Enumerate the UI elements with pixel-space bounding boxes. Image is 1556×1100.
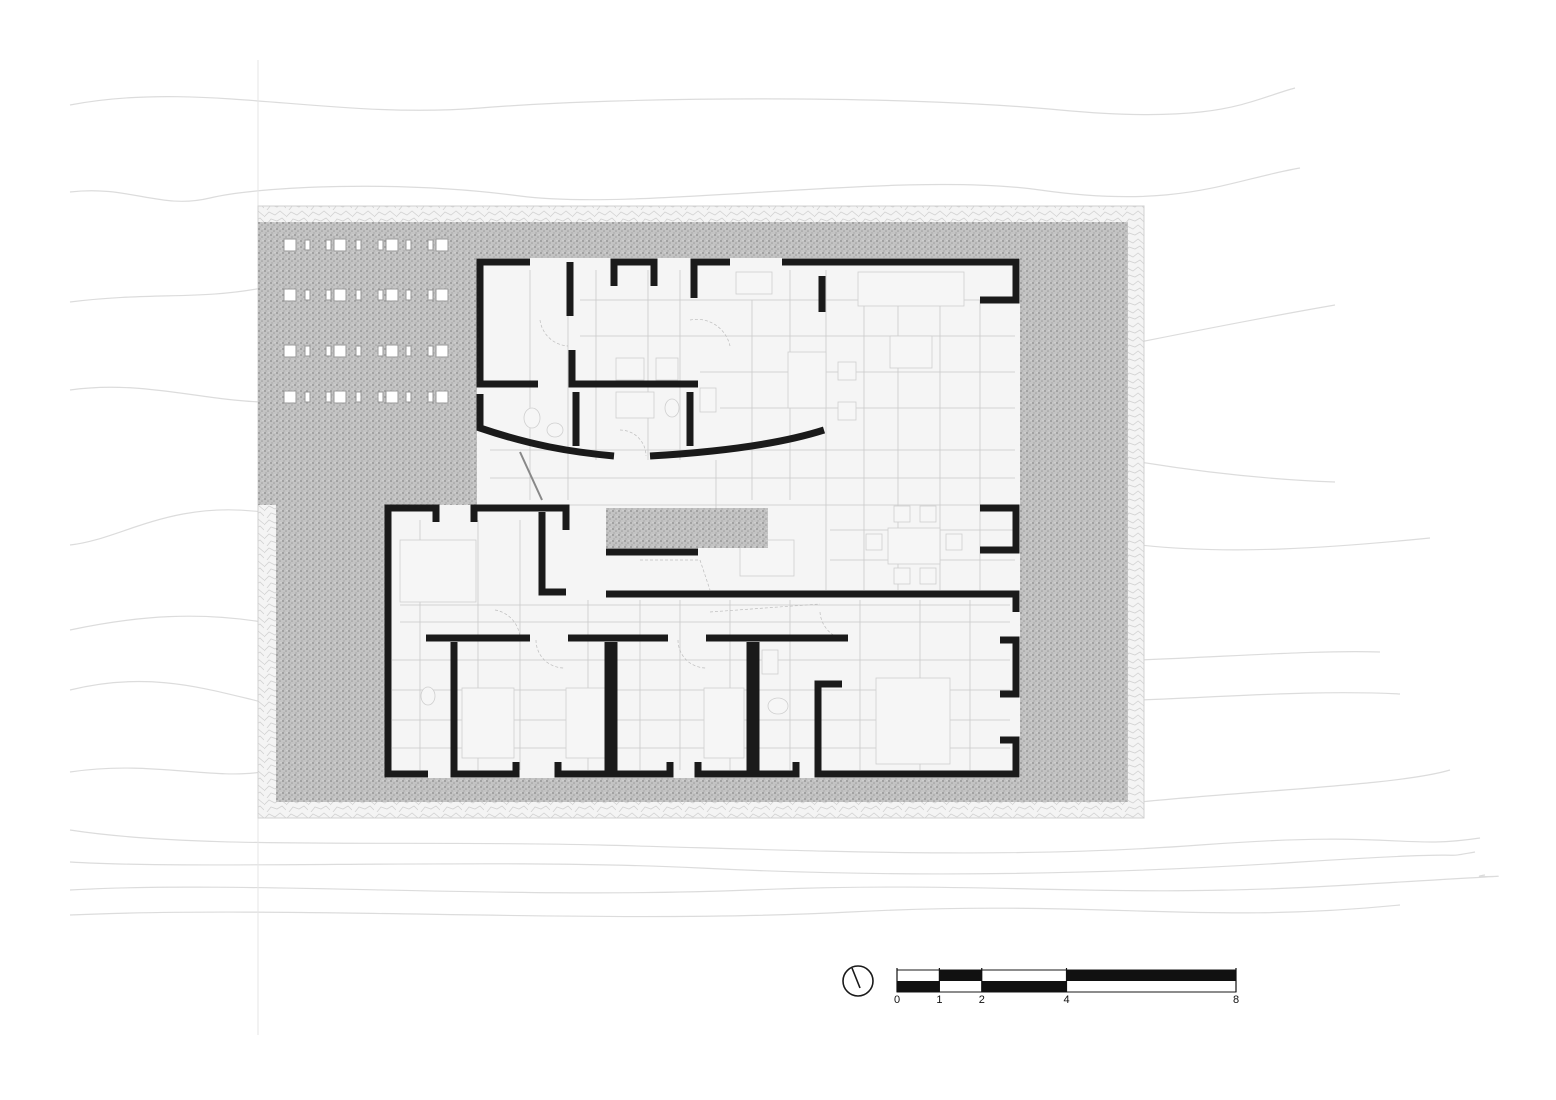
scale-bar-label: 4 bbox=[1063, 994, 1069, 1006]
walls bbox=[384, 258, 1020, 778]
furniture bbox=[399, 271, 965, 765]
scale-bar-label: 2 bbox=[979, 994, 985, 1006]
parking-markers bbox=[283, 238, 449, 404]
scale-bar-label: 1 bbox=[936, 994, 942, 1006]
scale-bar-label: 0 bbox=[894, 994, 900, 1006]
scale-bar-segment bbox=[981, 981, 1067, 992]
scale-bar-segment bbox=[1066, 970, 1236, 981]
scale-bar-label: 8 bbox=[1233, 994, 1239, 1006]
stair-void bbox=[606, 508, 768, 548]
scale-bar-segment bbox=[939, 970, 982, 981]
door-swings bbox=[494, 319, 849, 669]
scale-bar: 0 1 2 4 8 bbox=[894, 968, 1239, 1006]
north-arrow-icon bbox=[842, 965, 874, 997]
scale-bar-segment bbox=[897, 981, 940, 992]
